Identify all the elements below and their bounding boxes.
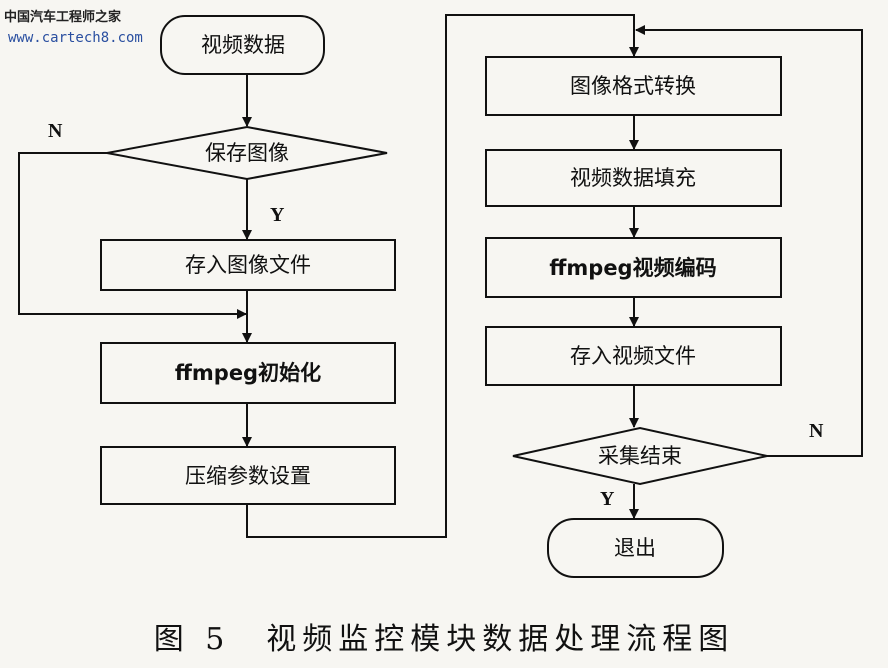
capture-end-decision-label: 采集结束	[598, 444, 682, 468]
save-image-decision-label: 保存图像	[205, 141, 289, 165]
arrow-no-branch	[18, 152, 247, 319]
exit-terminal	[547, 518, 724, 578]
watermark-site-name: 中国汽车工程师之家	[4, 10, 122, 25]
watermark-url: www.cartech8.com	[8, 30, 143, 46]
save-image-file-label: 存入图像文件	[185, 253, 311, 277]
ffmpeg-init-label: ffmpeg初始化	[175, 361, 321, 385]
format-convert-label: 图像格式转换	[570, 74, 696, 98]
save-video-label: 存入视频文件	[570, 344, 696, 368]
right-no-label: N	[809, 420, 824, 442]
left-no-label: N	[48, 120, 63, 142]
ffmpeg-encode-label: ffmpeg视频编码	[549, 256, 716, 280]
right-yes-label: Y	[600, 488, 615, 510]
figure-caption: 图 5 视频监控模块数据处理流程图	[153, 622, 735, 657]
exit-label: 退出	[614, 536, 656, 560]
arrow-no-loop-back	[635, 25, 863, 457]
start-terminal	[160, 15, 325, 75]
arrow-bridge-to-right	[246, 14, 639, 538]
save-image-decision	[106, 125, 388, 181]
start-label: 视频数据	[201, 33, 285, 57]
data-fill-label: 视频数据填充	[570, 166, 696, 190]
compression-params-label: 压缩参数设置	[185, 464, 311, 488]
left-yes-label: Y	[270, 204, 285, 226]
